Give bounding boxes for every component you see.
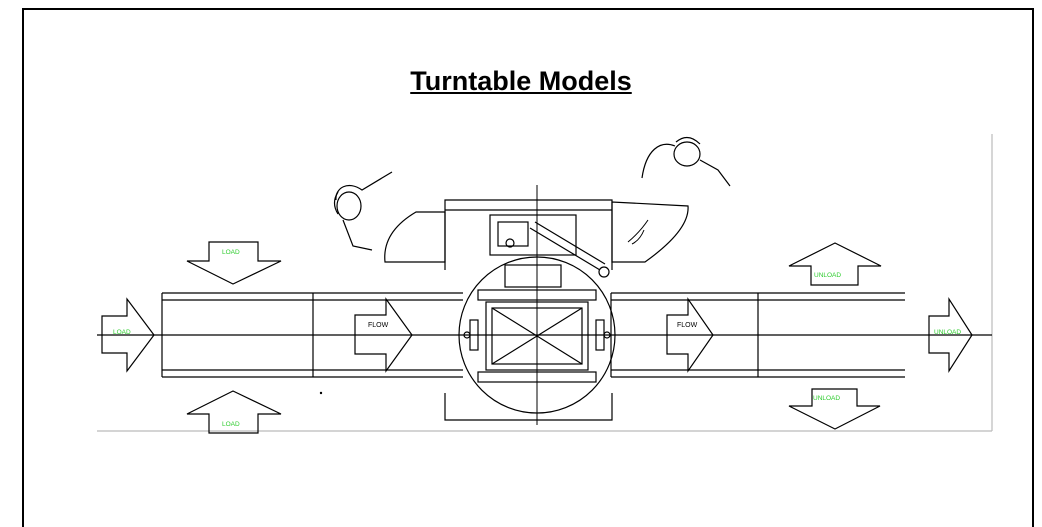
flow-arrow-left-conveyor: FLOW xyxy=(354,297,413,373)
flow-arrow-left-entry: LOAD xyxy=(101,297,155,373)
left-conveyor xyxy=(161,292,463,378)
arrow-label: UNLOAD xyxy=(813,395,840,402)
arrow-label: FLOW xyxy=(368,322,389,329)
arrow-label: FLOW xyxy=(677,322,698,329)
unload-arrow-top: UNLOAD xyxy=(788,242,882,286)
right-side-panel xyxy=(611,201,689,263)
right-conveyor xyxy=(610,292,905,378)
arrow-label: UNLOAD xyxy=(814,272,841,279)
operator-left-figure xyxy=(333,171,393,251)
side-panel-mark xyxy=(627,219,649,245)
turntable xyxy=(458,256,616,414)
load-arrow-top: LOAD xyxy=(186,241,282,285)
page-frame xyxy=(22,8,1034,527)
arrow-label: UNLOAD xyxy=(934,329,961,336)
flow-arrow-right-exit: UNLOAD xyxy=(928,296,973,374)
arrow-label: LOAD xyxy=(222,421,240,428)
stray-dot xyxy=(319,391,323,395)
load-arrow-bottom: LOAD xyxy=(186,390,282,434)
page-title: Turntable Models xyxy=(410,66,632,96)
operator-right-figure xyxy=(641,136,731,187)
left-side-panel xyxy=(384,211,446,263)
flow-arrow-right-conveyor: FLOW xyxy=(666,297,714,373)
machine-frame xyxy=(444,199,613,421)
unload-arrow-bottom: UNLOAD xyxy=(788,388,881,430)
arrow-label: LOAD xyxy=(222,249,240,256)
arrow-label: LOAD xyxy=(113,329,131,336)
